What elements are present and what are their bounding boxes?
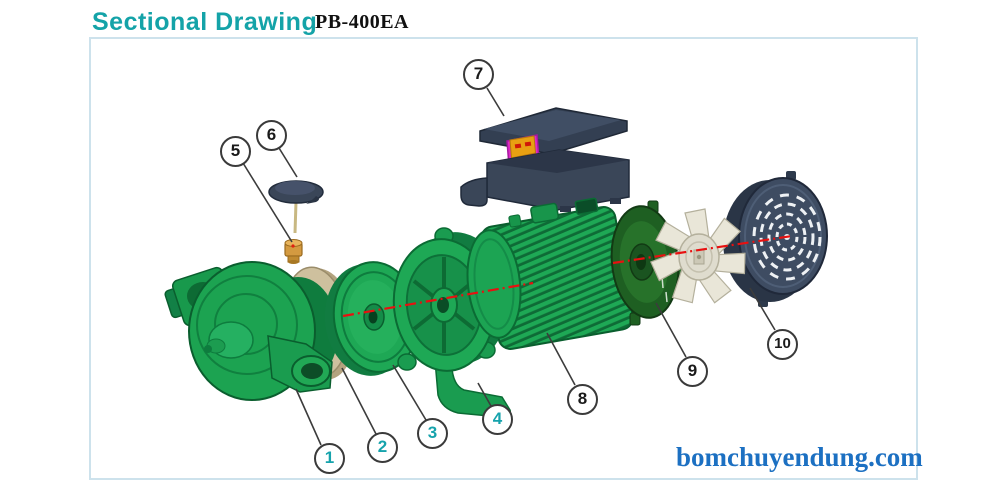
page-title: Sectional Drawing xyxy=(92,8,318,36)
impeller xyxy=(324,261,420,376)
pump-casing xyxy=(164,261,338,401)
leader-lines xyxy=(242,87,776,446)
cap xyxy=(268,180,324,234)
watermark-website-text: bomchuyendung.com xyxy=(676,442,923,472)
motor-fan xyxy=(650,208,746,304)
callout-5-priming-plug: 5 xyxy=(220,136,251,167)
callout-8-motor-body: 8 xyxy=(567,384,598,415)
callout-9-end-cover: 9 xyxy=(677,356,708,387)
model-code: PB-400EA xyxy=(315,11,409,33)
callout-6-cap: 6 xyxy=(256,120,287,151)
callout-3-impeller: 3 xyxy=(417,418,448,449)
callout-7-terminal-box: 7 xyxy=(463,59,494,90)
fan-cover xyxy=(723,171,828,307)
callout-2-seal-plate-disc: 2 xyxy=(367,432,398,463)
priming-plug xyxy=(284,239,303,264)
callout-4-pump-bracket: 4 xyxy=(482,404,513,435)
terminal-box xyxy=(460,107,630,212)
callout-1-pump-casing: 1 xyxy=(314,443,345,474)
callout-10-fan-cover: 10 xyxy=(767,329,798,360)
motor-body xyxy=(466,197,634,350)
axis-centerline xyxy=(342,234,793,318)
